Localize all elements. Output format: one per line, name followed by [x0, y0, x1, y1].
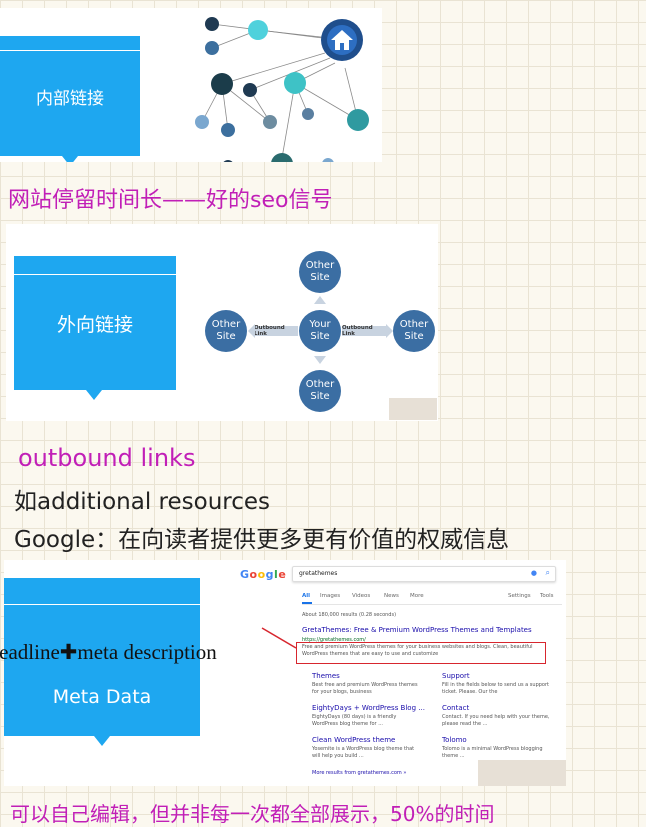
other-site-top: Other Site [299, 251, 341, 293]
sitelink-contact[interactable]: Contact [442, 704, 470, 712]
outbound-links-label: 外向链接 [56, 313, 133, 336]
your-site: Your Site [299, 310, 341, 352]
outbound-links-caption: outbound links [18, 444, 196, 472]
headline-meta-overlay: Headline✚meta description [0, 640, 217, 664]
more-results-link[interactable]: More results from gretathemes.com » [312, 770, 407, 776]
sitelink-support-snippet: Fill in the fields below to send us a su… [442, 682, 550, 695]
main-result-snippet: Free and premium WordPress themes for yo… [302, 644, 533, 657]
highlight-box [296, 642, 546, 664]
corner-patch [389, 398, 437, 420]
main-result-title[interactable]: GretaThemes: Free & Premium WordPress Th… [302, 626, 532, 634]
other-site-bottom: Other Site [299, 370, 341, 412]
arrow-down [314, 356, 326, 364]
tab-images[interactable]: Images [320, 593, 341, 599]
serp-tabs: All Images Videos News More Settings Too… [302, 592, 562, 605]
home-icon [331, 30, 353, 50]
internal-links-box: 内部链接 [0, 36, 140, 156]
main-result-url: https://gretathemes.com/ [302, 637, 366, 643]
outbound-links-panel: 外向链接 Other Site Other Site Your Site Oth… [6, 224, 438, 421]
internal-links-label: 内部链接 [36, 88, 104, 109]
tab-news[interactable]: News [384, 593, 399, 599]
meta-data-box: Meta Data [4, 578, 200, 736]
other-site-left: Other Site [205, 310, 247, 352]
sitelink-support[interactable]: Support [442, 672, 470, 680]
google-serp: Google gretathemes ● ⌕ All Images Videos… [232, 560, 566, 786]
other-site-right: Other Site [393, 310, 435, 352]
arrow-up [314, 296, 326, 304]
tab-more[interactable]: More [410, 593, 424, 599]
sitelink-themes-snippet: Best free and premium WordPress themes f… [312, 682, 418, 695]
mic-icon[interactable]: ● [530, 569, 537, 577]
internal-links-panel: 内部链接 [0, 8, 382, 162]
outbound-links-box: 外向链接 [14, 256, 176, 390]
meta-data-panel: Meta Data Google gretathemes ● ⌕ All Ima… [4, 560, 566, 786]
sitelink-eightydays[interactable]: EightyDays + WordPress Blog ... [312, 704, 425, 712]
sitelink-tolomo[interactable]: Tolomo [442, 736, 467, 744]
search-icon[interactable]: ⌕ [545, 568, 550, 577]
results-count: About 180,000 results (0.28 seconds) [302, 612, 397, 618]
tab-tools[interactable]: Tools [540, 593, 554, 599]
tab-settings[interactable]: Settings [508, 593, 531, 599]
google-authority-line: Google：在向读者提供更多更有价值的权威信息 [14, 527, 510, 553]
google-logo: Google [240, 568, 287, 581]
additional-resources-line: 如additional resources [14, 489, 270, 515]
arrow-right-head [386, 324, 393, 338]
highlight-arrow [261, 627, 297, 649]
section3-caption: 可以自己编辑，但并非每一次都全部展示，50%的时间 [10, 802, 495, 826]
meta-data-label: Meta Data [52, 686, 152, 708]
sitelink-themes[interactable]: Themes [312, 672, 340, 680]
sitelink-eightydays-snippet: EightyDays (80 days) is a friendly WordP… [312, 714, 397, 727]
sitelink-tolomo-snippet: Tolomo is a minimal WordPress blogging t… [442, 746, 543, 759]
meta-data-pointer [94, 736, 110, 746]
sitelink-clean-theme[interactable]: Clean WordPress theme [312, 736, 396, 744]
corner-patch-2 [478, 760, 566, 786]
tab-all[interactable]: All [302, 593, 311, 599]
internal-links-pointer [62, 156, 78, 162]
sitelink-clean-theme-snippet: Yosemite is a WordPress blog theme that … [312, 746, 415, 759]
sitelink-contact-snippet: Contact. If you need help with your them… [442, 714, 550, 727]
link-network-diagram [195, 17, 369, 162]
outbound-link-label-left: Outbound Link [254, 325, 298, 337]
arrow-left-head [248, 324, 255, 338]
search-input[interactable]: gretathemes ● ⌕ [292, 566, 556, 582]
tab-videos[interactable]: Videos [352, 593, 371, 599]
outbound-links-pointer [86, 390, 102, 400]
section1-caption: 网站停留时间长——好的seo信号 [8, 188, 333, 213]
outbound-link-label-right: Outbound Link [342, 325, 386, 337]
